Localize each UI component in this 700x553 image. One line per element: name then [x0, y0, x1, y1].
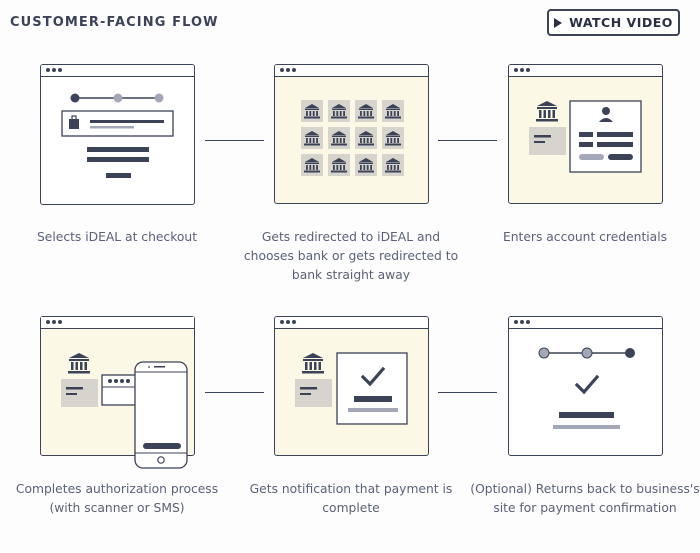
- bank-icon: [302, 353, 324, 374]
- flow-title: CUSTOMER-FACING FLOW: [10, 15, 219, 30]
- watch-video-button[interactable]: WATCH VIDEO: [547, 9, 680, 36]
- bank-icon: [385, 131, 401, 146]
- bank-tile: [355, 100, 377, 122]
- bank-icon: [304, 104, 320, 119]
- flow-connector: [438, 140, 497, 142]
- phone-icon: [134, 361, 188, 469]
- step-2-illustration: [274, 64, 429, 204]
- bank-tile: [328, 127, 350, 149]
- bank-tile: [382, 127, 404, 149]
- user-icon: [599, 107, 613, 122]
- step-1-illustration: [40, 64, 195, 205]
- bank-icon: [304, 158, 320, 173]
- bank-tile: [382, 100, 404, 122]
- window-dots-icon: [46, 320, 62, 324]
- bank-tile: [301, 154, 323, 176]
- bank-icon: [385, 158, 401, 173]
- bank-tile: [328, 154, 350, 176]
- bank-icon: [331, 131, 347, 146]
- step-6-caption: (Optional) Returns back to business's si…: [470, 482, 700, 515]
- flow-connector: [205, 140, 264, 142]
- bank-tile: [301, 100, 323, 122]
- window-dots-icon: [514, 320, 530, 324]
- bank-icon: [358, 158, 374, 173]
- bank-grid: [301, 100, 404, 176]
- checkmark-icon: [360, 366, 386, 387]
- bank-icon: [68, 353, 90, 374]
- window-dots-icon: [280, 320, 296, 324]
- step-4-caption: Completes authorization process (with sc…: [15, 482, 219, 515]
- step-3-caption: Enters account credentials: [502, 230, 668, 244]
- play-icon: [554, 17, 563, 28]
- step-5-caption: Gets notification that payment is comple…: [249, 482, 453, 515]
- bank-tile: [355, 154, 377, 176]
- bank-tile: [301, 127, 323, 149]
- flow-connector: [205, 392, 264, 394]
- bank-icon: [304, 131, 320, 146]
- step-2-caption: Gets redirected to iDEAL and chooses ban…: [243, 230, 459, 282]
- step-4-illustration: [40, 316, 195, 469]
- bank-tile: [355, 127, 377, 149]
- checkmark-icon: [574, 374, 600, 395]
- step-1-caption: Selects iDEAL at checkout: [36, 230, 198, 244]
- step-5-illustration: [274, 316, 429, 456]
- bank-tile: [328, 100, 350, 122]
- bank-icon: [385, 104, 401, 119]
- bank-icon: [358, 131, 374, 146]
- window-dots-icon: [46, 68, 62, 72]
- bank-icon: [358, 104, 374, 119]
- bank-icon: [331, 104, 347, 119]
- watch-video-label: WATCH VIDEO: [569, 15, 673, 30]
- window-dots-icon: [280, 68, 296, 72]
- bank-icon: [331, 158, 347, 173]
- bank-tile: [382, 154, 404, 176]
- step-3-illustration: [508, 64, 663, 204]
- bank-icon: [536, 101, 558, 122]
- window-dots-icon: [514, 68, 530, 72]
- step-6-illustration: [508, 316, 663, 456]
- flow-connector: [438, 392, 497, 394]
